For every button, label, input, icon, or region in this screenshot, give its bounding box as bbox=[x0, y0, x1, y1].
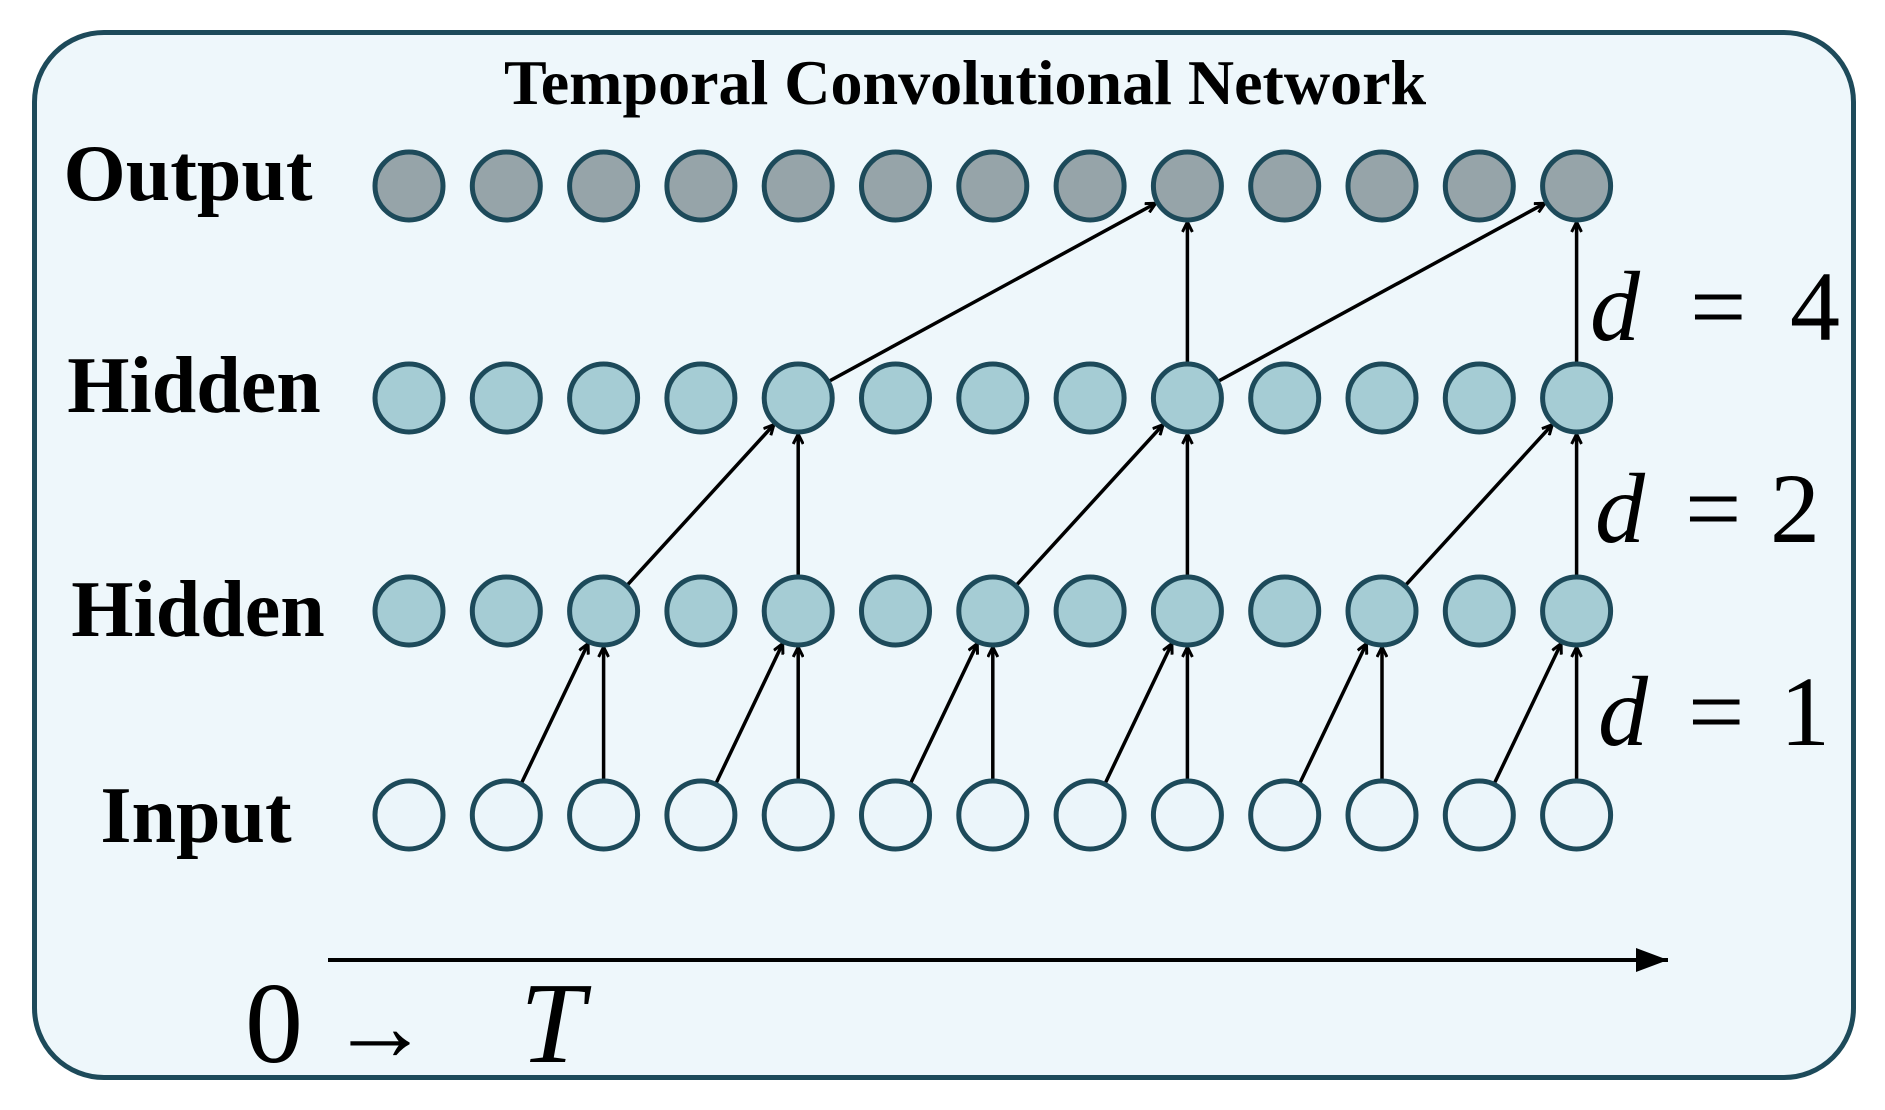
connection-arrow bbox=[1015, 425, 1163, 587]
dilation-var: d bbox=[1595, 453, 1646, 564]
input-node bbox=[1053, 778, 1127, 852]
hidden-2-node bbox=[859, 361, 932, 435]
dilation-eq: = bbox=[1690, 251, 1746, 362]
connection-arrow bbox=[828, 203, 1156, 383]
hidden-2-node bbox=[567, 361, 641, 435]
dilation-var: d bbox=[1598, 656, 1649, 767]
output-node bbox=[1053, 149, 1127, 223]
time-axis-arrow-glyph: → bbox=[330, 971, 430, 1082]
output-node bbox=[567, 149, 641, 223]
hidden-1-node bbox=[1442, 574, 1516, 648]
layer-label-hidden-2: Hidden bbox=[67, 342, 320, 430]
connection-edges bbox=[519, 203, 1576, 785]
time-axis-start: 0 bbox=[245, 960, 303, 1088]
hidden-1-node bbox=[1150, 574, 1224, 648]
output-node bbox=[1248, 149, 1322, 223]
input-node bbox=[956, 778, 1030, 852]
connection-arrow bbox=[1217, 203, 1545, 383]
connection-arrow bbox=[1404, 425, 1553, 587]
hidden-1-node bbox=[1053, 574, 1127, 648]
hidden-2-node bbox=[664, 361, 738, 435]
input-node bbox=[372, 778, 446, 852]
output-node bbox=[372, 149, 446, 223]
output-node bbox=[859, 149, 932, 223]
dilation-value: 2 bbox=[1770, 453, 1820, 564]
hidden-1-node bbox=[761, 574, 835, 648]
hidden-1-node bbox=[1345, 574, 1419, 648]
output-node bbox=[956, 149, 1030, 223]
hidden-1-node bbox=[469, 574, 543, 648]
hidden-1-node bbox=[1248, 574, 1322, 648]
hidden-2-node bbox=[372, 361, 446, 435]
dilation-label-4: d = 4 bbox=[1590, 251, 1840, 362]
connection-arrow bbox=[908, 643, 978, 785]
hidden-1-node bbox=[859, 574, 932, 648]
hidden-2-node bbox=[956, 361, 1030, 435]
layer-label-input: Input bbox=[100, 772, 292, 860]
dilation-label-2: d = 2 bbox=[1595, 453, 1820, 564]
diagram-title: Temporal Convolutional Network bbox=[504, 47, 1427, 118]
node-grid bbox=[372, 149, 1614, 852]
hidden-2-node bbox=[1442, 361, 1516, 435]
dilation-value: 4 bbox=[1790, 251, 1840, 362]
dilation-label-1: d = 1 bbox=[1598, 656, 1830, 767]
hidden-2-node bbox=[1345, 361, 1419, 435]
input-node bbox=[1345, 778, 1419, 852]
layer-label-hidden-1: Hidden bbox=[71, 566, 324, 654]
hidden-1-node bbox=[372, 574, 446, 648]
connection-arrow bbox=[519, 643, 588, 785]
input-node bbox=[761, 778, 835, 852]
input-node bbox=[1442, 778, 1516, 852]
input-node bbox=[1248, 778, 1322, 852]
hidden-1-node bbox=[956, 574, 1030, 648]
connection-arrow bbox=[1103, 643, 1172, 785]
hidden-2-node bbox=[761, 361, 835, 435]
input-node bbox=[859, 778, 932, 852]
layer-label-output: Output bbox=[64, 130, 313, 218]
hidden-1-node bbox=[1540, 574, 1614, 648]
connection-arrow bbox=[1298, 643, 1367, 785]
connection-arrow bbox=[625, 425, 774, 587]
input-node bbox=[567, 778, 641, 852]
hidden-2-node bbox=[1053, 361, 1127, 435]
hidden-1-node bbox=[664, 574, 738, 648]
time-axis-end: T bbox=[520, 960, 592, 1088]
connection-arrow bbox=[714, 643, 783, 785]
dilation-eq: = bbox=[1685, 453, 1741, 564]
hidden-2-node bbox=[1248, 361, 1322, 435]
output-node bbox=[761, 149, 835, 223]
input-node bbox=[1540, 778, 1614, 852]
dilation-var: d bbox=[1590, 251, 1641, 362]
dilation-eq: = bbox=[1688, 656, 1744, 767]
output-node bbox=[1442, 149, 1516, 223]
input-node bbox=[469, 778, 543, 852]
hidden-2-node bbox=[1150, 361, 1224, 435]
input-node bbox=[1150, 778, 1224, 852]
output-node bbox=[1540, 149, 1614, 223]
dilation-value: 1 bbox=[1780, 656, 1830, 767]
hidden-1-node bbox=[567, 574, 641, 648]
output-node bbox=[469, 149, 543, 223]
input-node bbox=[664, 778, 738, 852]
hidden-2-node bbox=[469, 361, 543, 435]
hidden-2-node bbox=[1540, 361, 1614, 435]
connection-arrow bbox=[1492, 643, 1561, 785]
output-node bbox=[664, 149, 738, 223]
output-node bbox=[1150, 149, 1224, 223]
output-node bbox=[1345, 149, 1419, 223]
